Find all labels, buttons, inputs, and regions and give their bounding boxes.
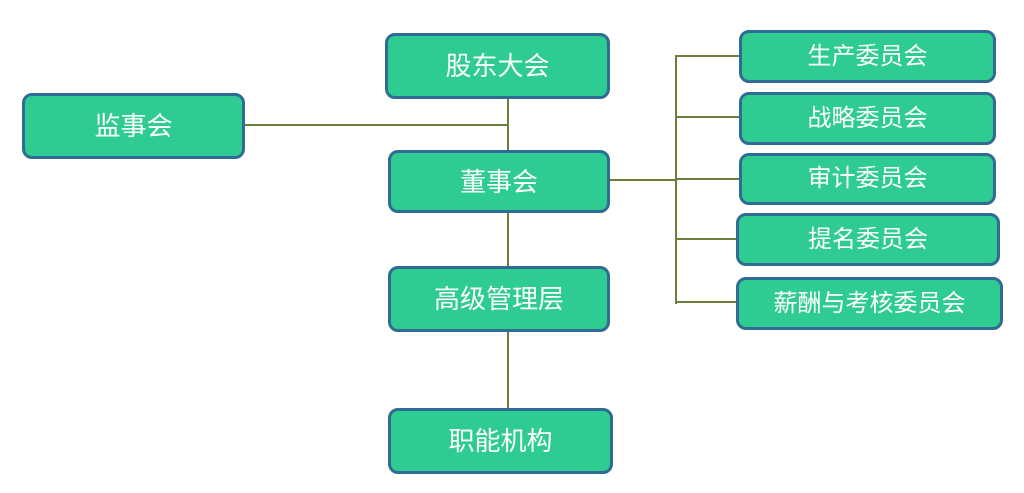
- node-nomination-committee[interactable]: 提名委员会: [736, 213, 1000, 266]
- node-label-strategy-committee: 战略委员会: [807, 104, 928, 132]
- connector-senior-management-to-functional: [507, 332, 509, 409]
- connector-branch-production: [676, 55, 740, 57]
- node-strategy-committee[interactable]: 战略委员会: [739, 92, 996, 145]
- connector-branch-nomination: [676, 238, 737, 240]
- node-senior-management[interactable]: 高级管理层: [388, 266, 610, 332]
- node-label-senior-management: 高级管理层: [433, 284, 564, 314]
- connector-branch-remuneration: [676, 301, 737, 303]
- node-remuneration-assessment-committee[interactable]: 薪酬与考核委员会: [736, 277, 1003, 330]
- connector-branch-strategy: [676, 116, 740, 118]
- node-board-of-directors[interactable]: 董事会: [388, 150, 610, 213]
- node-functional-departments[interactable]: 职能机构: [388, 408, 613, 474]
- node-production-committee[interactable]: 生产委员会: [739, 30, 996, 83]
- node-label-supervisory-board: 监事会: [94, 111, 173, 141]
- node-label-board-of-directors: 董事会: [459, 166, 538, 197]
- node-shareholders-meeting[interactable]: 股东大会: [385, 33, 610, 99]
- connector-board-to-senior-management: [507, 212, 509, 267]
- node-label-audit-committee: 审计委员会: [807, 165, 928, 192]
- connector-branch-audit: [676, 178, 740, 180]
- node-label-production-committee: 生产委员会: [807, 42, 928, 70]
- connector-board-to-committee-trunk: [609, 179, 677, 181]
- node-audit-committee[interactable]: 审计委员会: [739, 153, 996, 205]
- node-supervisory-board[interactable]: 监事会: [22, 93, 245, 159]
- node-label-nomination-committee: 提名委员会: [808, 225, 928, 253]
- connector-supervisory-to-board: [245, 124, 509, 126]
- node-label-functional-departments: 职能机构: [448, 426, 553, 456]
- node-label-remuneration-assessment-committee: 薪酬与考核委员会: [773, 289, 966, 317]
- node-label-shareholders-meeting: 股东大会: [445, 51, 550, 81]
